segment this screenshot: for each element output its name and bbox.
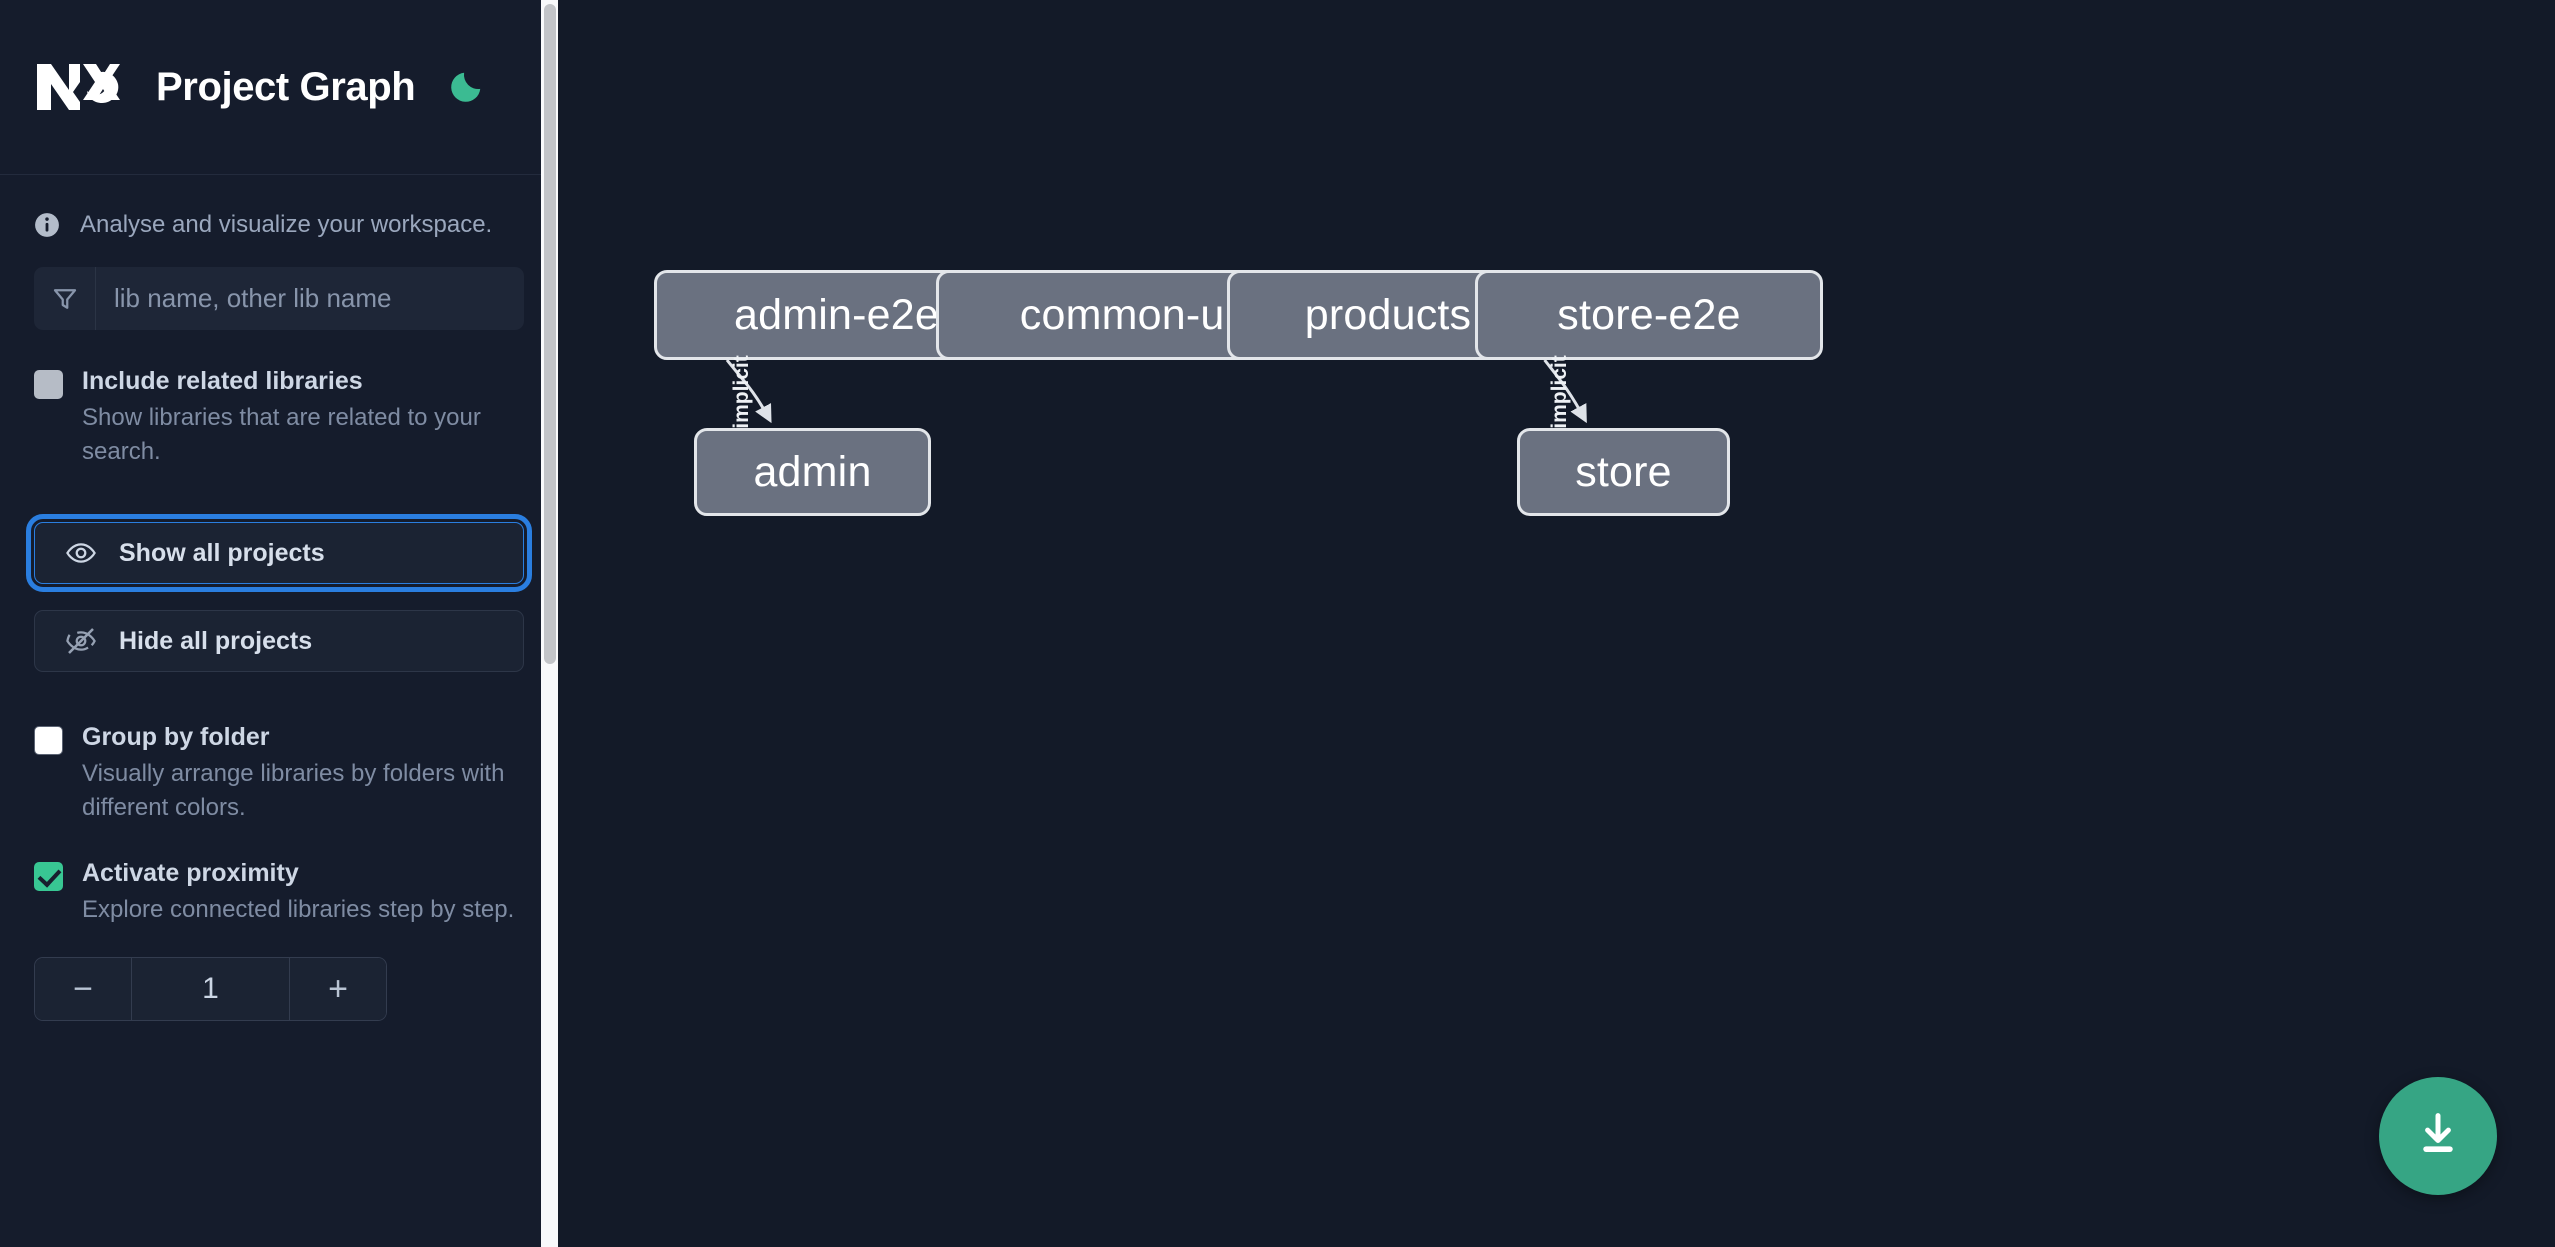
stepper-value: 1 [132, 958, 289, 1021]
sidebar: Project Graph Analyse and visualize yo [0, 0, 558, 1247]
search-input[interactable] [96, 267, 524, 330]
spacer [34, 698, 524, 720]
hide-all-projects-label: Hide all projects [119, 626, 313, 655]
workspace-info: Analyse and visualize your workspace. [0, 175, 558, 267]
option-group-by-folder[interactable]: Group by folder Visually arrange librari… [34, 720, 524, 826]
option-description: Show libraries that are related to your … [82, 403, 481, 466]
sidebar-scrollbar-thumb[interactable] [544, 4, 556, 664]
eye-off-icon [65, 625, 97, 657]
show-all-projects-label: Show all projects [119, 538, 325, 567]
eye-icon [65, 537, 97, 569]
option-label: Activate proximity [82, 859, 299, 888]
graph-edges [725, 359, 1587, 424]
show-all-projects-button[interactable]: Show all projects [26, 514, 532, 593]
checkbox-group-by-folder[interactable] [34, 726, 63, 756]
graph-node-admin[interactable]: admin [694, 428, 931, 516]
workspace-info-text: Analyse and visualize your workspace. [80, 211, 493, 238]
stepper-increment-button[interactable]: + [289, 958, 386, 1021]
funnel-icon [34, 267, 96, 330]
info-circle-icon [34, 212, 60, 238]
option-description: Explore connected libraries step by step… [82, 895, 515, 923]
hide-all-projects-button[interactable]: Hide all projects [34, 610, 524, 673]
download-button[interactable] [2379, 1077, 2497, 1195]
option-activate-proximity[interactable]: Activate proximity Explore connected lib… [34, 856, 524, 927]
sidebar-header: Project Graph [0, 0, 558, 175]
option-description: Visually arrange libraries by folders wi… [82, 759, 505, 822]
sidebar-scroll-region[interactable]: Project Graph Analyse and visualize yo [0, 0, 558, 1247]
option-label: Include related libraries [82, 367, 363, 395]
graph-edge-admin-e2e-to-admin [725, 359, 772, 424]
option-label: Group by folder [82, 723, 270, 752]
page-title: Project Graph [156, 64, 416, 109]
sidebar-scrollbar[interactable] [541, 0, 558, 1247]
graph-node-store-e2e[interactable]: store-e2e [1475, 270, 1823, 360]
sidebar-body: Include related libraries Show libraries… [0, 267, 558, 1022]
option-include-related-libraries[interactable]: Include related libraries Show libraries… [34, 364, 524, 470]
checkbox-activate-proximity[interactable] [34, 862, 63, 892]
proximity-stepper[interactable]: − 1 + [34, 957, 387, 1022]
download-icon [2412, 1108, 2464, 1165]
stepper-decrement-button[interactable]: − [35, 958, 132, 1021]
graph-node-store[interactable]: store [1517, 428, 1730, 516]
graph-edge-store-e2e-to-store [1543, 359, 1587, 424]
checkbox-include-related-libraries[interactable] [34, 370, 63, 399]
filter-input-group[interactable] [34, 267, 524, 330]
nx-logo-icon [34, 58, 120, 116]
spacer [34, 500, 524, 522]
moon-icon[interactable] [443, 64, 489, 110]
